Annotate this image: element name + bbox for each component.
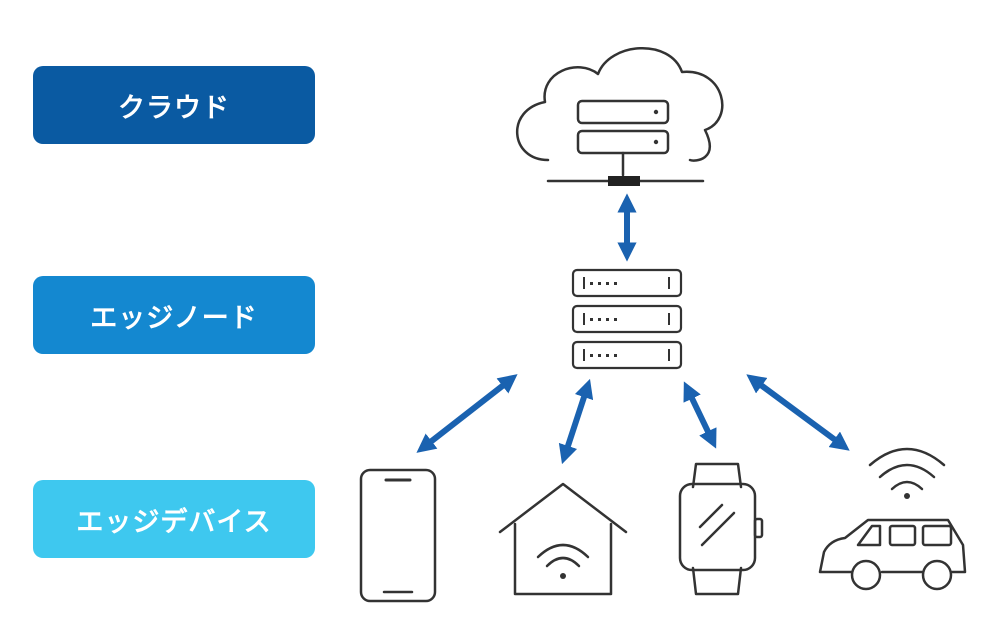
tier-label-edge-device: エッジデバイス: [33, 480, 315, 558]
arrow-node-phone: [416, 374, 518, 453]
edge-server-rack-icon: [571, 268, 683, 370]
arrow-node-car: [746, 374, 850, 451]
smart-home-wifi-icon: [498, 482, 628, 596]
cloud-server-icon: [516, 47, 724, 186]
tier-label-edge-node: エッジノード: [33, 276, 315, 354]
smartwatch-icon: [678, 462, 764, 596]
arrow-node-watch: [683, 381, 717, 449]
smartphone-icon: [359, 468, 437, 603]
arrow-node-home: [558, 378, 594, 465]
connected-car-icon: [818, 447, 967, 591]
tier-label-cloud: クラウド: [33, 66, 315, 144]
